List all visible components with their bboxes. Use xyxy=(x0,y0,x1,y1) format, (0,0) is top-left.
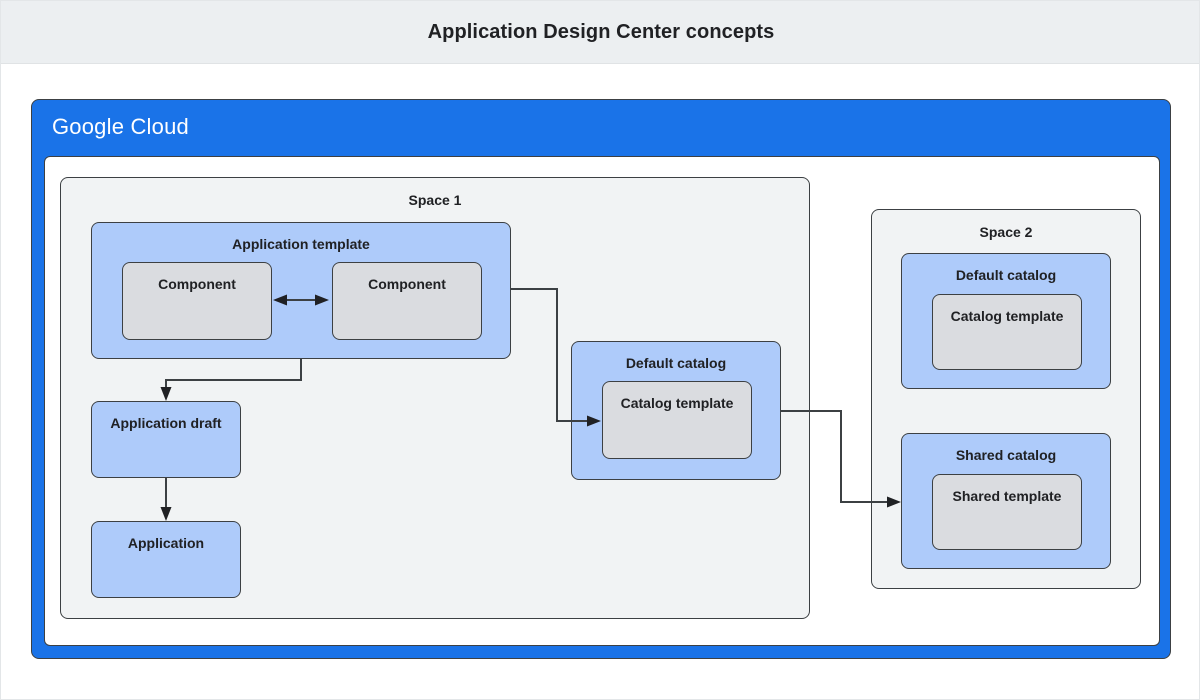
component-box-2[interactable]: Component xyxy=(332,262,482,340)
space-1-catalog-template-box[interactable]: Catalog template xyxy=(602,381,752,459)
application-box[interactable]: Application xyxy=(91,521,241,598)
application-template-box[interactable]: Application template Component Component xyxy=(91,222,511,359)
space-1-label: Space 1 xyxy=(408,192,462,208)
space-2-default-catalog-label: Default catalog xyxy=(955,267,1057,283)
page-title: Application Design Center concepts xyxy=(427,20,775,43)
google-cloud-logo: Google Cloud xyxy=(52,114,189,140)
space-2-default-catalog-box[interactable]: Default catalog Catalog template xyxy=(901,253,1111,389)
application-draft-label: Application draft xyxy=(110,415,222,431)
space-2-label: Space 2 xyxy=(979,224,1033,240)
shared-catalog-box[interactable]: Shared catalog Shared template xyxy=(901,433,1111,569)
application-template-label: Application template xyxy=(232,236,370,252)
application-draft-box[interactable]: Application draft xyxy=(91,401,241,478)
space-1-default-catalog-label: Default catalog xyxy=(625,355,727,371)
logo-word-google: Google xyxy=(52,114,125,139)
space-1-catalog-template-label: Catalog template xyxy=(620,395,734,411)
shared-template-box[interactable]: Shared template xyxy=(932,474,1082,550)
component-box-1[interactable]: Component xyxy=(122,262,272,340)
space-2-catalog-template-box[interactable]: Catalog template xyxy=(932,294,1082,370)
logo-word-cloud: Cloud xyxy=(130,114,189,139)
application-label: Application xyxy=(127,535,205,551)
component-label-2: Component xyxy=(368,276,446,292)
component-label-1: Component xyxy=(158,276,236,292)
space-2-catalog-template-label: Catalog template xyxy=(950,308,1064,324)
space-1-default-catalog-box[interactable]: Default catalog Catalog template xyxy=(571,341,781,480)
shared-template-label: Shared template xyxy=(952,488,1062,504)
title-bar: Application Design Center concepts xyxy=(1,1,1199,64)
shared-catalog-label: Shared catalog xyxy=(955,447,1057,463)
